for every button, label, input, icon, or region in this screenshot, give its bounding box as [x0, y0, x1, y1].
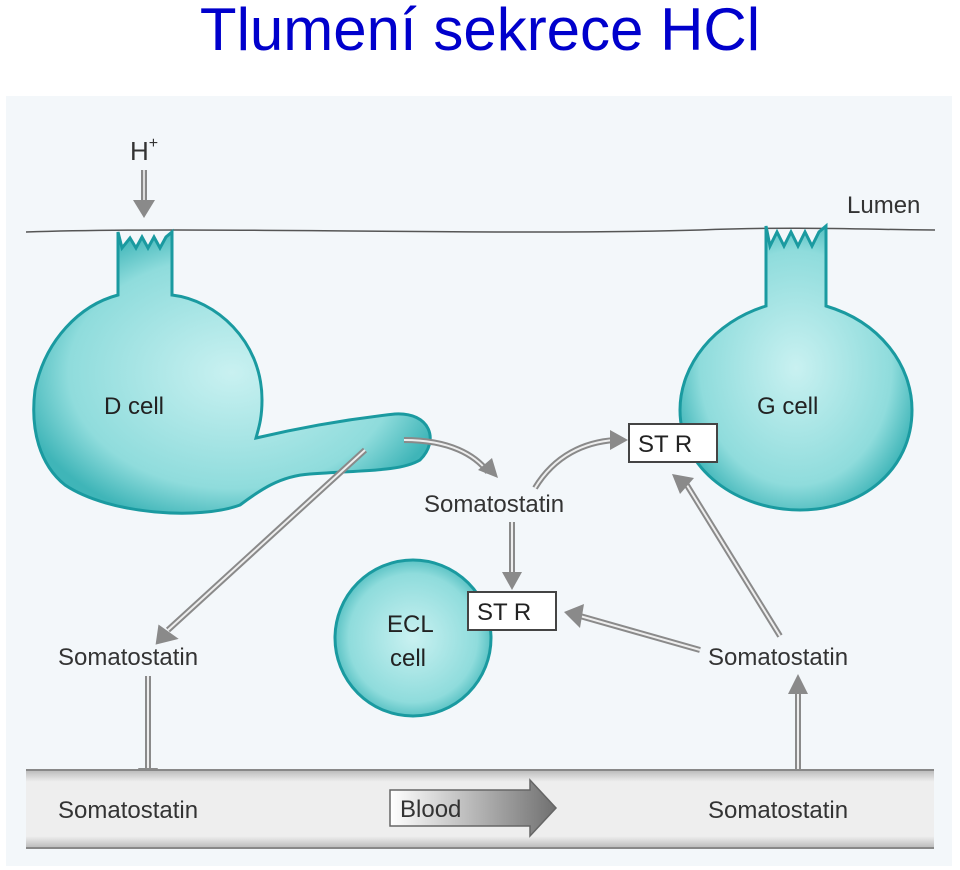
- somatostatin-blood-left-label: Somatostatin: [58, 797, 198, 824]
- receptor-g-cell: ST R: [628, 423, 718, 463]
- somatostatin-left-label: Somatostatin: [58, 644, 198, 671]
- lumen-membrane-line: [25, 227, 936, 233]
- receptor-ecl-cell: ST R: [467, 591, 557, 631]
- d-cell: [32, 228, 432, 515]
- proton-arrow: [133, 170, 155, 218]
- blood-label: Blood: [400, 796, 461, 823]
- slide-title: Tlumení sekrece HCl: [199, 0, 761, 63]
- somatostatin-right-label: Somatostatin: [708, 644, 848, 671]
- proton-label: H+: [130, 135, 158, 166]
- proton-charge: +: [149, 135, 158, 152]
- somatostatin-center-label: Somatostatin: [424, 491, 564, 518]
- ecl-cell-label-line1: ECL: [387, 611, 434, 638]
- somatostatin-blood-right-label: Somatostatin: [708, 797, 848, 824]
- receptor-ecl-label: ST R: [477, 599, 531, 626]
- g-cell-label: G cell: [757, 393, 818, 420]
- ecl-cell-label-line2: cell: [390, 645, 426, 672]
- d-cell-label: D cell: [104, 393, 164, 420]
- receptor-g-label: ST R: [638, 431, 692, 458]
- lumen-label: Lumen: [847, 192, 920, 219]
- ecl-cell: [333, 558, 493, 718]
- blood-flow-arrow: [389, 778, 558, 838]
- g-cell: [678, 222, 914, 512]
